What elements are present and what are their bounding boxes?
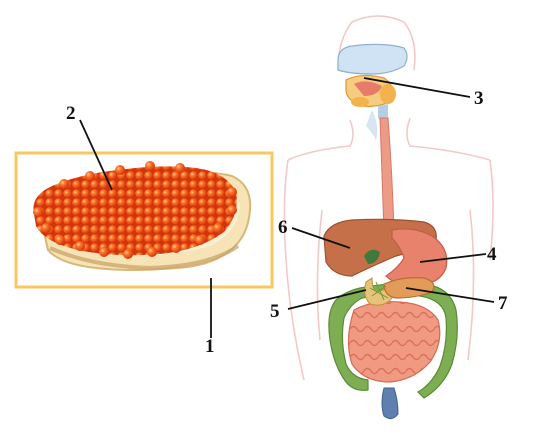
label-2: 2: [66, 103, 76, 124]
label-5: 5: [270, 301, 280, 322]
leader-lines: [79, 77, 495, 338]
red-caviar: [33, 166, 237, 256]
label-3: 3: [474, 88, 484, 109]
mouth-and-pharynx: [337, 43, 408, 140]
human-body-outline: [283, 15, 494, 381]
label-6: 6: [278, 217, 288, 238]
leader-line-5: [287, 289, 367, 310]
leader-line-3: [363, 77, 471, 98]
leader-line-6: [291, 227, 351, 249]
esophagus: [379, 117, 395, 233]
number-labels: 1 2 3 4 5 6 7: [66, 88, 508, 357]
leader-line-2: [79, 119, 113, 191]
label-1: 1: [205, 336, 215, 357]
label-7: 7: [498, 293, 508, 314]
small-intestine: [347, 301, 441, 383]
leader-line-7: [405, 287, 495, 303]
caviar-sandwich-illustration: [14, 151, 274, 289]
label-4: 4: [487, 244, 497, 265]
leader-line-4: [419, 253, 487, 263]
